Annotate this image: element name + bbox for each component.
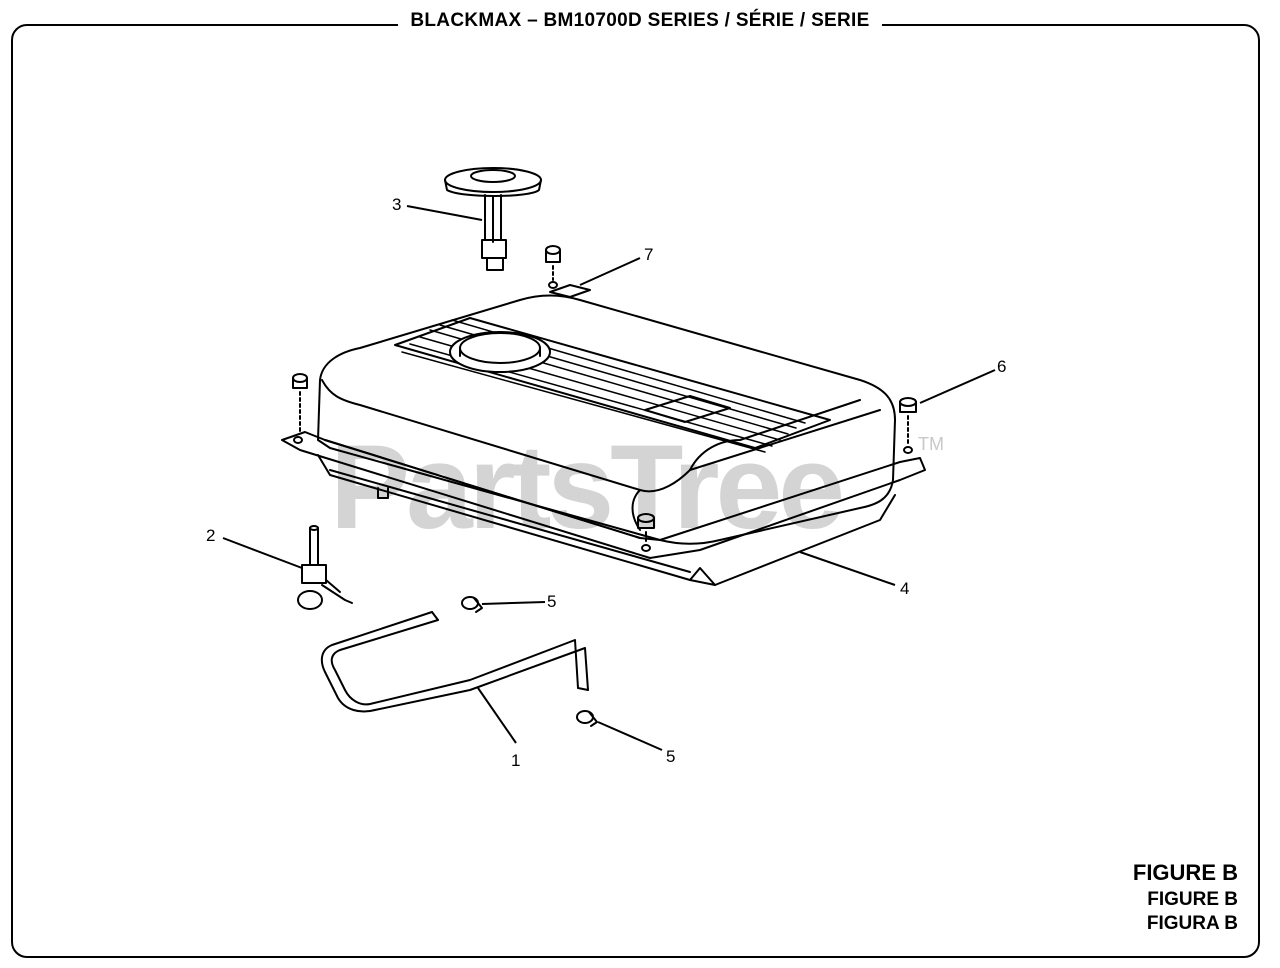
grommet-left bbox=[292, 373, 308, 433]
figure-caption-es: FIGURA B bbox=[1146, 913, 1238, 934]
watermark: PartsTree bbox=[330, 420, 841, 554]
page-title: BLACKMAX – BM10700D SERIES / SÉRIE / SER… bbox=[0, 10, 1280, 32]
fuel-line bbox=[320, 611, 589, 713]
grommet-top bbox=[545, 245, 561, 281]
callout-5-lower: 5 bbox=[666, 747, 675, 766]
fuel-valve bbox=[297, 525, 353, 610]
callout-6: 6 bbox=[997, 357, 1006, 376]
leader-2 bbox=[222, 537, 303, 569]
figure-caption-en: FIGURE B bbox=[1132, 860, 1238, 885]
callout-5-upper: 5 bbox=[547, 592, 556, 611]
grommet-right bbox=[899, 397, 917, 445]
page-title-text: BLACKMAX – BM10700D SERIES / SÉRIE / SER… bbox=[398, 10, 882, 31]
grommet-front bbox=[637, 513, 655, 543]
callout-1: 1 bbox=[511, 751, 520, 770]
leader-6 bbox=[919, 369, 996, 404]
leader-3 bbox=[406, 205, 483, 221]
leader-7 bbox=[579, 257, 641, 286]
leader-5-upper bbox=[481, 601, 546, 605]
leader-1 bbox=[477, 687, 517, 744]
fuel-label bbox=[549, 284, 591, 298]
watermark-trademark: TM bbox=[918, 434, 944, 454]
fuel-cap-gauge bbox=[444, 167, 542, 271]
callout-3: 3 bbox=[392, 195, 401, 214]
callout-2: 2 bbox=[206, 526, 215, 545]
figure-caption-fr: FIGURE B bbox=[1147, 889, 1238, 910]
hose-clamp-upper bbox=[461, 596, 483, 613]
callout-7: 7 bbox=[644, 245, 653, 264]
callout-4: 4 bbox=[900, 579, 909, 598]
leader-4 bbox=[799, 551, 896, 586]
leader-5-lower bbox=[597, 721, 663, 751]
hose-clamp-lower bbox=[576, 710, 598, 727]
